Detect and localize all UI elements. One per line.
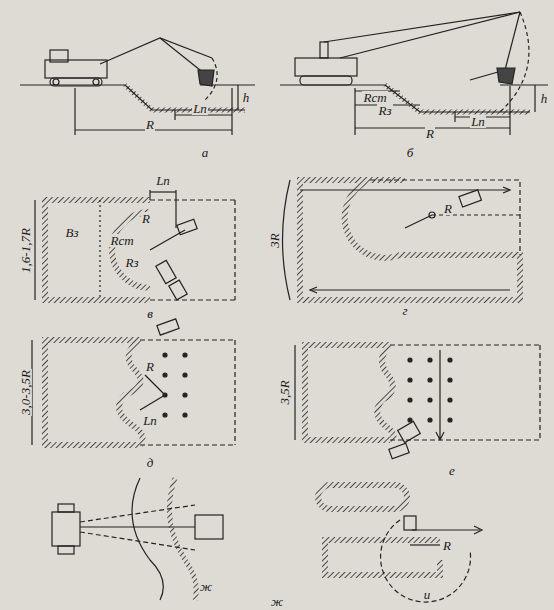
dimension-label: R: [145, 118, 155, 131]
dimension-label: Rст: [362, 91, 387, 104]
panel-a: [20, 38, 255, 135]
panel-zh: [52, 478, 223, 600]
panel-b: [280, 12, 548, 135]
panel-d: [32, 319, 235, 445]
dimension-label: h: [242, 91, 251, 104]
dimension-label: 3,5R: [277, 379, 290, 405]
dimension-label: R: [145, 360, 155, 373]
panel-i: [318, 485, 482, 602]
dimension-label: е: [448, 464, 456, 477]
dimension-label: ж: [199, 580, 213, 593]
panel-g: [283, 180, 521, 300]
dimension-label: Lп: [470, 115, 486, 128]
dimension-label: Rст: [109, 234, 134, 247]
dimension-label: Вз: [64, 226, 79, 239]
dimension-label: Lп: [142, 414, 158, 427]
dimension-label: д: [146, 456, 155, 469]
dimension-label: 1,6-1,7R: [19, 227, 32, 274]
dimension-label: и: [423, 588, 432, 601]
dimension-label: Lп: [155, 174, 171, 187]
panel-e: [295, 345, 540, 459]
dimension-label: а: [201, 146, 210, 159]
dimension-label: Rз: [124, 256, 139, 269]
dimension-label: 3,0-3,5R: [19, 369, 32, 416]
dimension-label: 3R: [267, 232, 280, 248]
dimension-label: R: [425, 127, 435, 140]
dimension-label: R: [443, 202, 453, 215]
dimension-label: R: [442, 539, 452, 552]
dimension-label: ж: [270, 595, 284, 608]
dimension-label: г: [401, 304, 408, 317]
panel-v: [35, 190, 235, 300]
dimension-label: Rз: [377, 104, 392, 117]
dimension-label: б: [406, 146, 415, 159]
dimension-label: R: [141, 212, 151, 225]
dimension-label: h: [540, 92, 549, 105]
dimension-label: Lп: [192, 102, 208, 115]
dimension-label: в: [146, 307, 154, 320]
